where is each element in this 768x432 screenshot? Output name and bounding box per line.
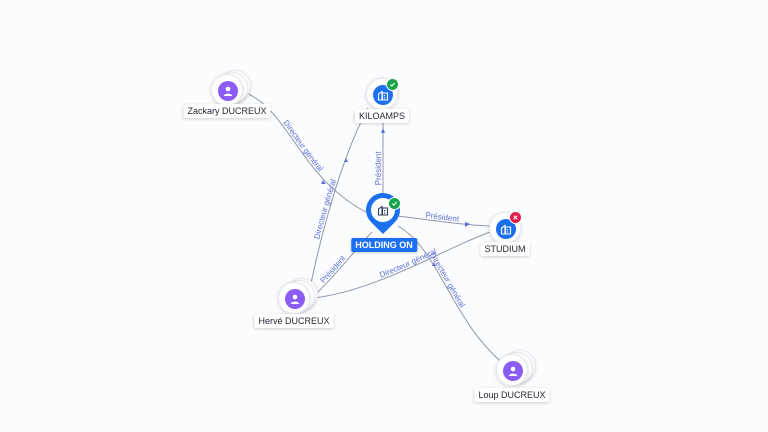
node-disc	[278, 282, 310, 314]
edge-label: Président	[425, 211, 461, 224]
svg-text:Président: Président	[425, 211, 461, 224]
node-disc	[211, 74, 243, 106]
close-icon	[509, 211, 522, 224]
node-zackary[interactable]	[211, 70, 251, 106]
arrow-icon	[432, 262, 436, 266]
edge-label: Président	[374, 151, 383, 186]
svg-text:Directeur général: Directeur général	[312, 178, 338, 240]
check-icon	[386, 78, 399, 91]
edge-label: Directeur général	[312, 178, 338, 240]
edge-label: Directeur général	[428, 251, 467, 309]
node-studium[interactable]	[489, 210, 529, 246]
node-disc	[489, 212, 521, 244]
node-label: STUDIUM	[480, 242, 530, 256]
node-label: Loup DUCREUX	[474, 388, 550, 402]
svg-text:Directeur général: Directeur général	[281, 118, 325, 173]
arrow-icon	[381, 128, 385, 133]
edge-holding-studium[interactable]: Président	[397, 211, 495, 227]
edge-holding-kiloamps[interactable]: Président	[374, 117, 385, 201]
node-kiloamps[interactable]	[366, 76, 406, 112]
node-herve[interactable]	[278, 278, 318, 314]
node-label: Zackary DUCREUX	[183, 104, 271, 118]
svg-text:Président: Président	[374, 151, 383, 186]
person-icon	[503, 361, 523, 381]
arrow-icon	[321, 180, 326, 184]
edge-label: Président	[318, 253, 347, 284]
building-icon	[373, 85, 393, 105]
person-icon	[218, 81, 238, 101]
node-disc	[496, 354, 528, 386]
building-icon	[496, 219, 516, 239]
node-holding-on[interactable]	[358, 185, 408, 240]
building-icon	[371, 198, 395, 222]
arrow-icon	[465, 222, 470, 227]
edge-label: Directeur général	[281, 118, 325, 173]
svg-text:Président: Président	[318, 253, 347, 284]
node-loup[interactable]	[496, 350, 536, 386]
check-icon	[388, 197, 401, 210]
node-label: KILOAMPS	[354, 109, 410, 123]
node-label: HOLDING ON	[351, 238, 417, 252]
person-icon	[285, 289, 305, 309]
svg-text:Directeur général: Directeur général	[428, 251, 467, 309]
arrow-icon	[344, 158, 348, 162]
node-label: Hervé DUCREUX	[254, 314, 334, 328]
